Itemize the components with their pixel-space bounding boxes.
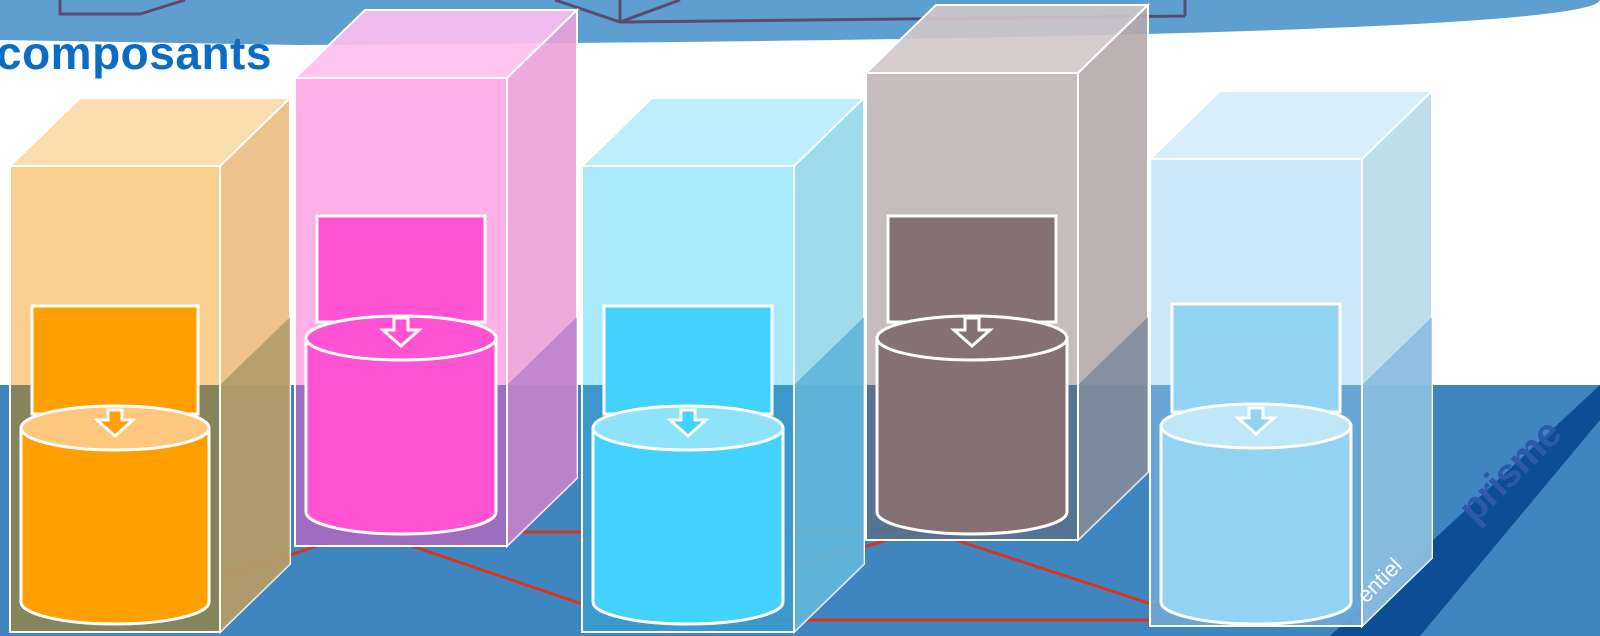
component-brown bbox=[866, 5, 1148, 540]
database-cylinder bbox=[1161, 426, 1351, 624]
module-rect bbox=[604, 306, 772, 414]
database-cylinder bbox=[21, 428, 209, 624]
module-rect bbox=[888, 216, 1056, 322]
component-light-blue bbox=[1150, 91, 1432, 626]
database-cylinder bbox=[593, 428, 783, 624]
database-cylinder bbox=[877, 338, 1067, 534]
module-rect bbox=[317, 216, 485, 322]
slide-title: composants bbox=[0, 26, 272, 80]
component-cyan bbox=[582, 98, 864, 632]
components-layer bbox=[10, 5, 1432, 632]
component-orange bbox=[10, 98, 290, 632]
component-pink bbox=[295, 10, 577, 546]
database-cylinder bbox=[306, 338, 496, 534]
module-rect bbox=[32, 306, 198, 414]
module-rect bbox=[1172, 304, 1340, 412]
